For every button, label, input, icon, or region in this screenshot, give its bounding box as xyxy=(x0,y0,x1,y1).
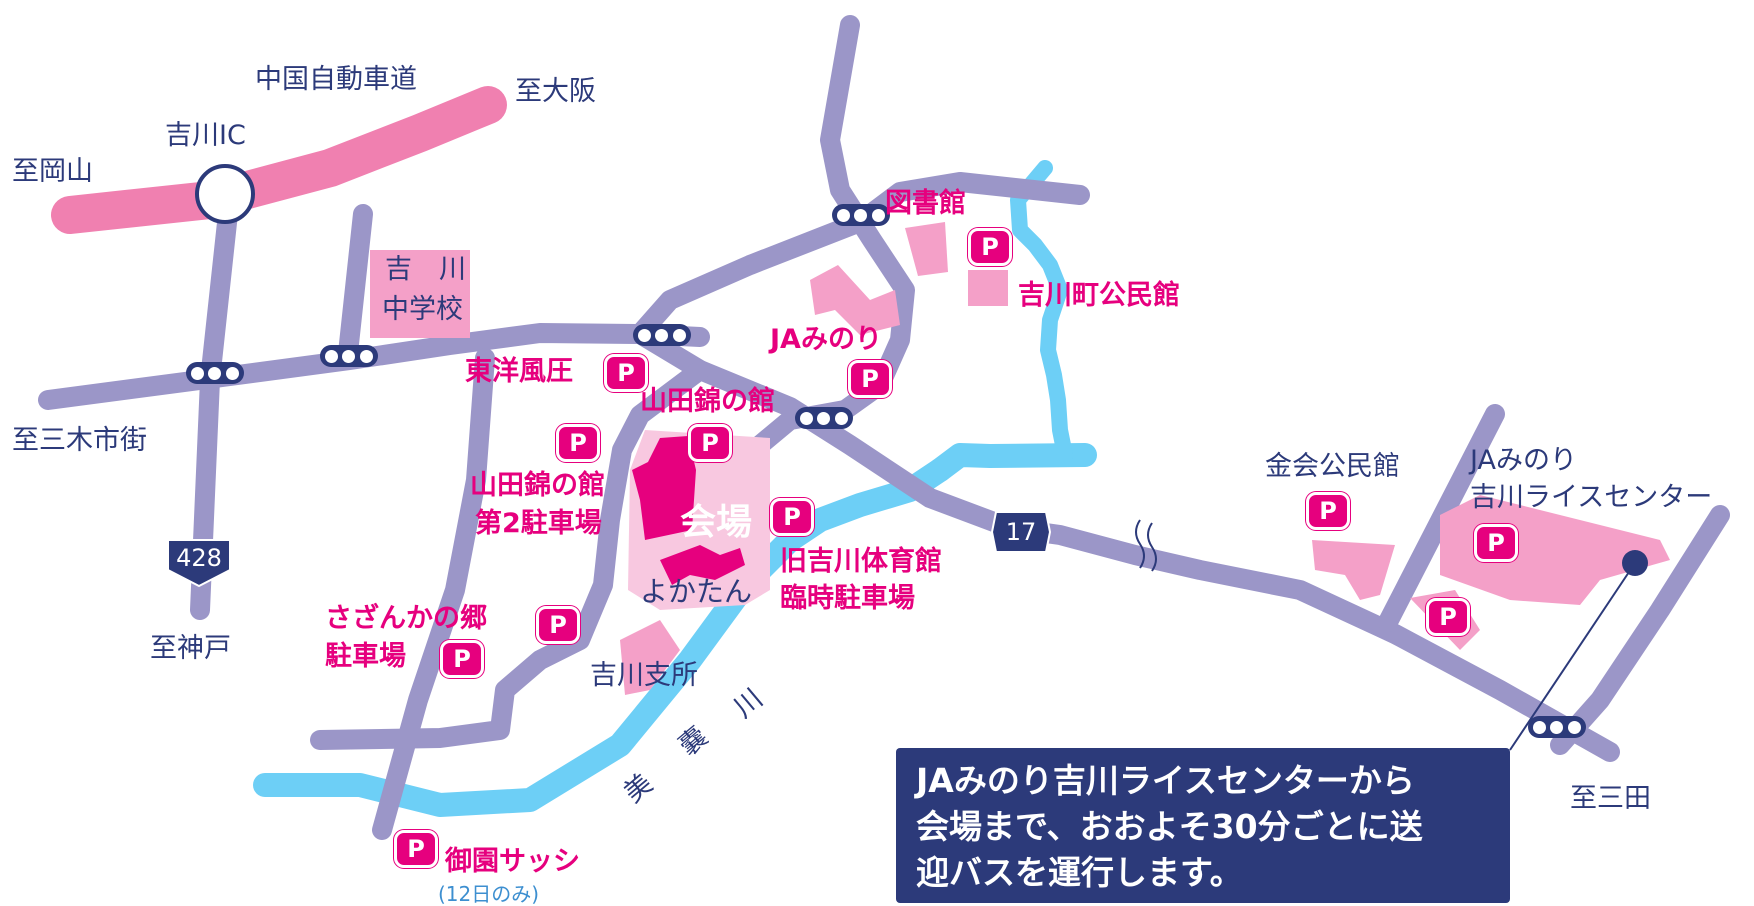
rice-center-building xyxy=(1440,495,1670,605)
branch-office-label: 吉川支所 xyxy=(590,660,698,691)
gym-lot-label-1: 旧吉川体育館 xyxy=(780,546,942,577)
traffic-signal-icon xyxy=(186,362,244,384)
parking-icon: P xyxy=(440,640,484,678)
parking-icon: P xyxy=(604,354,648,392)
shuttle-bus-info-line: 会場まで、おおよそ30分ごとに送 xyxy=(916,807,1423,846)
route-17-number: 17 xyxy=(1005,518,1037,546)
direction-sanda: 至三田 xyxy=(1570,783,1651,814)
library-building xyxy=(905,222,948,276)
road-network xyxy=(38,15,1730,840)
gym-lot-label-2: 臨時駐車場 xyxy=(780,583,915,614)
shuttle-bus-info: JAみのり吉川ライスセンターから 会場まで、おおよそ30分ごとに送 迎バスを運行… xyxy=(896,748,1510,903)
community-hall-label: 吉川町公民館 xyxy=(1018,280,1180,311)
traffic-signal-icon xyxy=(832,204,890,226)
school-label-2: 中学校 xyxy=(382,294,463,325)
kanekai-hall-building xyxy=(1312,540,1395,600)
interchange-label: 吉川IC xyxy=(165,120,246,151)
traffic-signal-icon xyxy=(633,324,691,346)
parking-icon: P xyxy=(770,498,814,536)
kanekai-hall-label: 金会公民館 xyxy=(1265,451,1400,482)
yokatan-building xyxy=(660,545,745,585)
yokatan-label: よかたん xyxy=(640,575,753,608)
direction-osaka: 至大阪 xyxy=(515,76,596,107)
shuttle-bus-info-line: 迎バスを運行します。 xyxy=(916,853,1243,892)
road-break-mark xyxy=(1135,519,1157,572)
traffic-signal-icon xyxy=(795,407,853,429)
parking-icon: P xyxy=(1426,598,1470,636)
sazanka-label-1: さざんかの郷 xyxy=(325,603,487,634)
parking-icon: P xyxy=(848,360,892,398)
route-shield-icon xyxy=(990,511,1052,553)
misono-label: 御園サッシ xyxy=(445,846,580,877)
rice-center-label-1: JAみのり xyxy=(1470,445,1577,476)
ja-minori-building xyxy=(810,265,900,335)
library-label: 図書館 xyxy=(885,188,966,219)
yamada-hall-building xyxy=(632,436,696,540)
traffic-signal-icon xyxy=(1528,716,1586,738)
yamada-lot-label-1: 山田錦の館 xyxy=(470,470,605,501)
parking-icon: P xyxy=(688,424,732,462)
interchange-icon xyxy=(195,164,255,224)
sazanka-label-2: 駐車場 xyxy=(325,641,406,672)
route-428-shield: 428 xyxy=(164,536,234,588)
route-17-shield: 17 xyxy=(990,508,1052,556)
yamada-lot-label-2: 第2駐車場 xyxy=(475,508,602,539)
route-428-number: 428 xyxy=(176,544,222,572)
stream xyxy=(1010,160,1073,463)
parking-icon: P xyxy=(536,606,580,644)
parking-icon: P xyxy=(394,830,438,868)
parking-icon: P xyxy=(1474,524,1518,562)
school-label-1: 吉 川 xyxy=(385,254,466,285)
parking-icon: P xyxy=(1306,492,1350,530)
shuttle-bus-info-line: JAみのり吉川ライスセンターから xyxy=(916,761,1415,800)
direction-miki: 至三木市街 xyxy=(12,425,147,456)
route-shield-icon xyxy=(167,539,231,588)
parking-icon: P xyxy=(556,424,600,462)
branch-office-building xyxy=(620,620,680,695)
expressway xyxy=(51,86,507,234)
venue-area xyxy=(628,430,770,610)
expressway-label: 中国自動車道 xyxy=(255,64,417,95)
traffic-signal-icon xyxy=(320,345,378,367)
direction-okayama: 至岡山 xyxy=(12,156,93,187)
river xyxy=(253,443,1097,817)
direction-kobe: 至神戸 xyxy=(150,633,231,664)
venue-label: 会場 xyxy=(680,502,753,543)
school-building xyxy=(370,250,470,338)
ja-minori-label: JAみのり xyxy=(770,324,882,355)
toyo-fuatsu-label: 東洋風圧 xyxy=(465,356,573,387)
misono-note: (12日のみ) xyxy=(438,882,540,906)
yamada-hall-label: 山田錦の館 xyxy=(640,386,775,417)
parking-icon: P xyxy=(968,228,1012,266)
rice-center-label-2: 吉川ライスセンター xyxy=(1470,482,1713,513)
community-hall-building xyxy=(968,270,1008,306)
